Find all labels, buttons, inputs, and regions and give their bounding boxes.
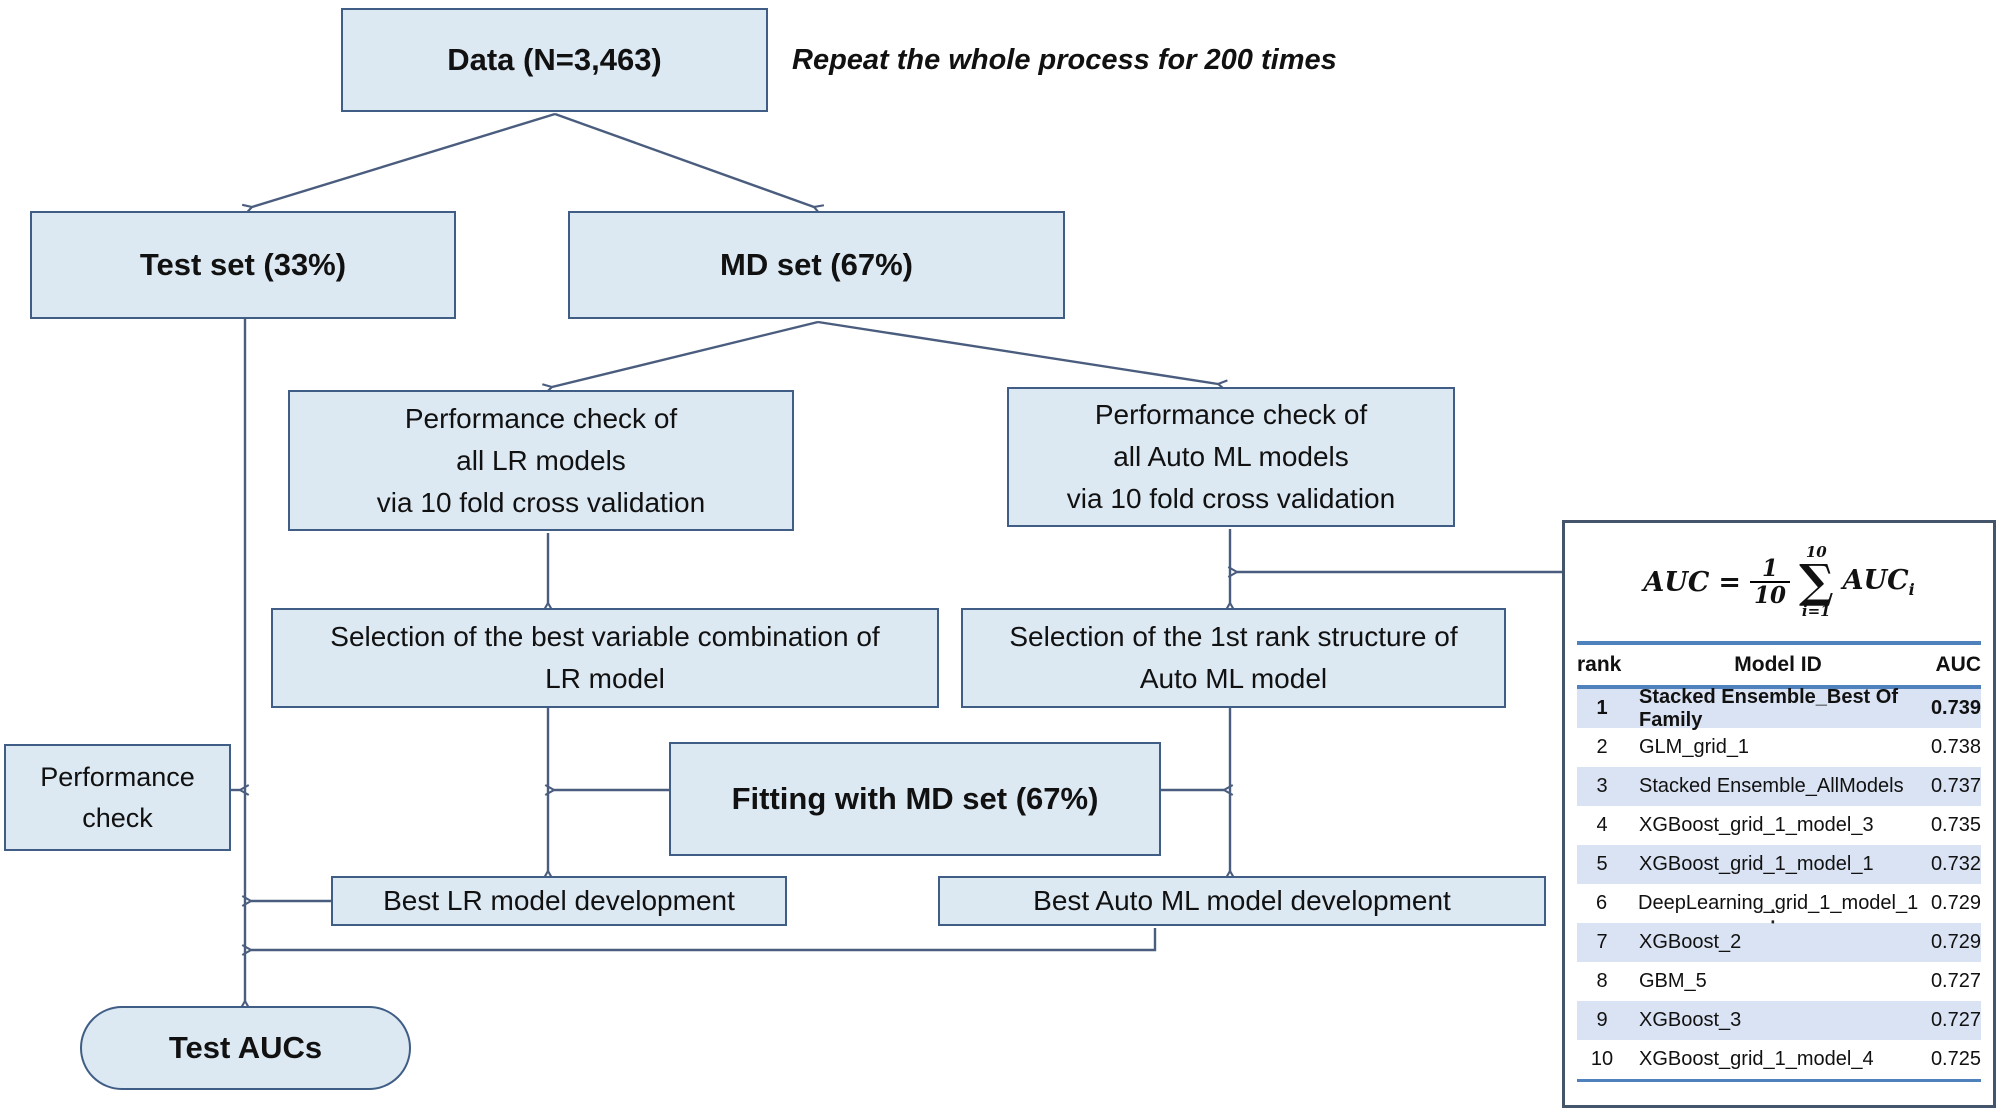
formula-equals: = [1718, 566, 1741, 598]
fitting-box: Fitting with MD set (67%) [669, 742, 1161, 856]
model-id-cell: XGBoost_grid_1_model_1 [1639, 853, 1874, 875]
rank-cell: 7 [1596, 931, 1608, 953]
model-id-cell: DeepLearning_grid_1_model_1 [1638, 892, 1919, 914]
rank-header: rank [1577, 653, 1622, 676]
formula-lhs: AUC [1643, 566, 1710, 598]
model-id-cell: XGBoost_3 [1639, 1009, 1742, 1031]
model-id-header: Model ID [1734, 653, 1822, 676]
model-id-cell: Stacked Ensemble_Best Of Family [1639, 685, 1898, 731]
table-row: 2 GLM_grid_1 0.738 [1577, 728, 1981, 767]
rank-cell: 2 [1596, 736, 1608, 758]
auc-cell: 0.729 [1930, 892, 1981, 914]
arrow-data-to-mdset [554, 112, 825, 216]
rank-cell: 3 [1596, 775, 1608, 797]
rank-cell: 10 [1590, 1048, 1614, 1070]
formula-rhs: AUCi [1842, 565, 1915, 599]
auc-cell: 0.727 [1930, 970, 1981, 992]
model-id-cell: XGBoost_grid_1_model_3 [1639, 814, 1874, 836]
table-row: 5 XGBoost_grid_1_model_1 0.732 [1577, 845, 1981, 884]
table-row: 6 DeepLearning_grid_1_model_1 0.729 [1577, 884, 1981, 923]
auc-cell: 0.729 [1930, 931, 1981, 953]
table-row: 3 Stacked Ensemble_AllModels 0.737 [1577, 767, 1981, 806]
rank-cell: 6 [1595, 892, 1608, 914]
table-top-rule [1577, 641, 1981, 645]
performance-check-box: Performance check [4, 744, 231, 851]
leaderboard-table: rank Model ID AUC 1 Stacked Ensemble_Best… [1577, 641, 1981, 1082]
automl-performance-box: Performance check of all Auto ML models … [1007, 387, 1455, 527]
sigma-symbol: ∑ [1798, 554, 1834, 609]
rhs-subscript: i [1908, 580, 1915, 599]
auc-cell: 0.732 [1930, 853, 1981, 875]
table-row: 7 XGBoost_2 0.729 [1577, 923, 1981, 962]
auc-cell: 0.727 [1930, 1009, 1981, 1031]
md-set-box: MD set (67%) [568, 211, 1065, 319]
data-box: Data (N=3,463) [341, 8, 768, 112]
test-set-box: Test set (33%) [30, 211, 456, 319]
formula-fraction: 1 10 [1749, 554, 1790, 609]
test-aucs-terminator: Test AUCs [80, 1006, 411, 1090]
arrow-data-to-testset [241, 112, 556, 216]
auc-header: AUC [1935, 653, 1982, 676]
table-row: 10 XGBoost_grid_1_model_4 0.725 [1577, 1040, 1981, 1079]
automl-selection-box: Selection of the 1st rank structure of A… [961, 608, 1506, 708]
rank-cell: 4 [1596, 814, 1608, 836]
auc-cell: 0.725 [1930, 1048, 1981, 1070]
fraction-numerator: 1 [1761, 554, 1778, 582]
arrow-mdset-to-amlperf [817, 320, 1228, 392]
auc-cell: 0.737 [1930, 775, 1981, 797]
auc-formula: AUC = 1 10 10 ∑ i=1 AUCi [1565, 523, 1993, 641]
lr-performance-box: Performance check of all LR models via 1… [288, 390, 794, 531]
table-row: 8 GBM_5 0.727 [1577, 962, 1981, 1001]
model-id-cell: GLM_grid_1 [1639, 736, 1750, 758]
table-header-row: rank Model ID AUC [1577, 645, 1981, 689]
sum-lower-limit: i=1 [1801, 601, 1831, 620]
arrow-bestaml-to-line [241, 928, 1157, 956]
automl-leaderboard-panel: AUC = 1 10 10 ∑ i=1 AUCi rank Model ID A… [1562, 520, 1996, 1108]
table-row: 1 Stacked Ensemble_Best Of Family 0.739 [1577, 686, 1981, 731]
table-row: 4 XGBoost_grid_1_model_3 0.735 [1577, 806, 1981, 845]
table-body: 1 Stacked Ensemble_Best Of Family 0.739 2 GL… [1577, 686, 1981, 1079]
fraction-denominator: 10 [1749, 581, 1790, 608]
rank-cell: 8 [1596, 970, 1608, 992]
arrow-mdset-to-lrperf [542, 320, 819, 395]
model-id-cell: GBM_5 [1639, 970, 1707, 992]
rank-cell: 9 [1596, 1009, 1608, 1031]
rank-cell: 5 [1596, 853, 1608, 875]
sum-upper-limit: 10 [1805, 543, 1827, 562]
auc-cell: 0.738 [1930, 736, 1981, 758]
auc-cell: 0.735 [1930, 814, 1981, 836]
rank-cell: 1 [1596, 697, 1608, 719]
footnote-mark: ⁚ [1770, 907, 1776, 927]
repeat-note: Repeat the whole process for 200 times [792, 44, 1337, 76]
model-id-cell: XGBoost_grid_1_model_4 [1639, 1048, 1874, 1070]
table-row: 9 XGBoost_3 0.727 [1577, 1001, 1981, 1040]
table-bottom-rule [1577, 1079, 1981, 1082]
lr-selection-box: Selection of the best variable combinati… [271, 608, 939, 708]
auc-cell: 0.739 [1930, 697, 1981, 719]
model-id-cell: Stacked Ensemble_AllModels [1639, 775, 1904, 797]
model-id-cell: XGBoost_2 [1639, 931, 1742, 953]
summation: 10 ∑ i=1 [1799, 545, 1834, 619]
best-lr-box: Best LR model development [331, 876, 787, 926]
best-automl-box: Best Auto ML model development [938, 876, 1546, 926]
